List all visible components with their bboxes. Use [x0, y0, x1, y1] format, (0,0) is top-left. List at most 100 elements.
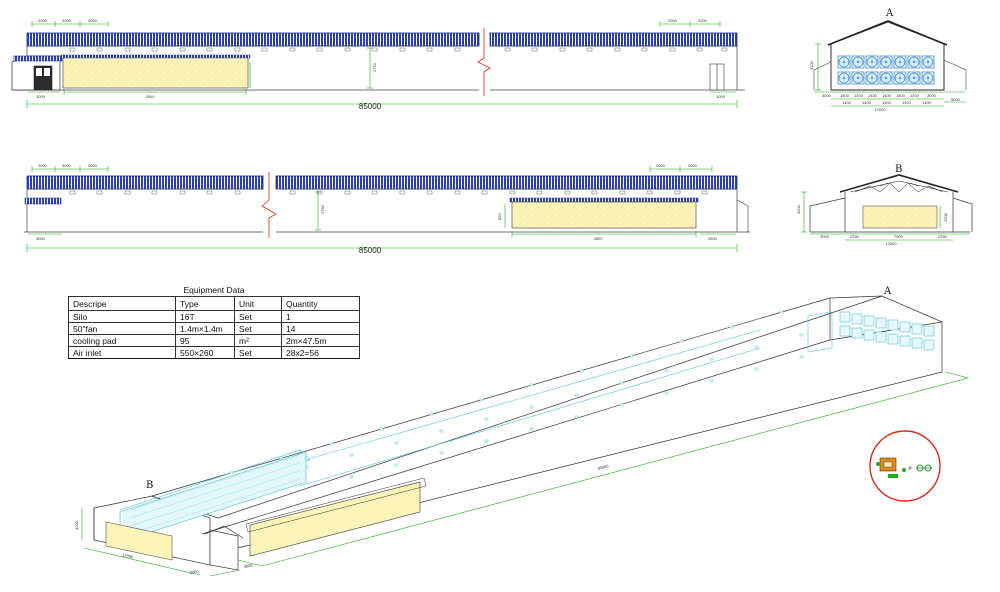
section-b-height-mark: 4200: [796, 204, 801, 214]
front-dimension-lines: [26, 47, 738, 108]
section-b-mark: 7500: [894, 234, 904, 239]
rear-roof-right: [275, 175, 738, 190]
section-b-dimension-lines: [801, 191, 970, 241]
rear-right-mark: 4500: [708, 236, 718, 241]
section-a-row1-mark: 1400: [882, 93, 892, 98]
cell-quantity: 1: [281, 310, 360, 323]
column-header-type: Type: [175, 296, 235, 311]
equipment-data-title: Equipment Data: [183, 285, 245, 295]
section-a-row1-mark: 1400: [840, 93, 850, 98]
rear-side-mark: 820: [497, 213, 502, 220]
cell-type: 95: [175, 334, 235, 347]
rear-roof-left: [26, 175, 264, 190]
section-a-row1-mark: 1400: [868, 93, 878, 98]
front-top-mark: 3000: [62, 18, 72, 23]
section-a-row1-mark: 3000: [927, 93, 937, 98]
front-roof-left: [26, 32, 480, 47]
section-a-right-mark: 5000: [951, 97, 961, 102]
cell-descripe: Air inlet: [68, 346, 176, 359]
front-anteroom: [11, 55, 63, 91]
rear-top-mark: 3000: [88, 163, 98, 168]
isometric-anteroom-mark: 3000: [243, 562, 253, 569]
table-row: Silo 16T Set 1: [68, 310, 360, 323]
rear-top-mark: 2000: [656, 163, 666, 168]
section-a-row2-mark: 1400: [862, 100, 872, 105]
rear-top-dimensions: [31, 166, 713, 172]
section-b-truss: [839, 174, 959, 193]
section-b-total-mark: 12000: [885, 241, 897, 246]
table-row: cooling pad 95 m² 2m×47.5m: [68, 334, 360, 347]
front-top-mark: 3000: [88, 18, 98, 23]
isometric-label-b: B: [146, 480, 153, 491]
table-row: Air inlet 550×260 Set 28x2=56: [68, 346, 360, 359]
cell-unit: m²: [234, 334, 282, 347]
section-b-walls: [809, 192, 973, 233]
section-b-mark: 2250: [938, 234, 948, 239]
front-left-mark: 1000: [36, 94, 46, 99]
rear-overall-length: 85000: [359, 246, 382, 255]
column-header-descripe: Descripe: [68, 296, 176, 311]
column-header-unit: Unit: [234, 296, 282, 311]
front-height-mark: 2750: [372, 62, 377, 72]
rear-wall: [24, 188, 750, 233]
rear-break-mark: [261, 172, 277, 238]
isometric-side-mark: 2000: [189, 569, 199, 575]
section-a-dimension-lines: [814, 43, 966, 107]
front-cooling-pad: [62, 55, 249, 89]
section-a-label: A: [885, 8, 894, 19]
front-top-mark: 2000: [38, 18, 48, 23]
rear-pad-mark: 3500: [594, 236, 604, 241]
rear-top-mark: 2000: [688, 163, 698, 168]
rear-top-mark: 2000: [38, 163, 48, 168]
isometric-fan-wall: [839, 311, 935, 351]
front-end-door: [709, 63, 725, 91]
table-row: 50"fan 1.4m×1.4m Set 14: [68, 322, 360, 335]
silo-detail-circle: [869, 430, 941, 502]
front-top-dimensions: [31, 21, 721, 27]
isometric-length-mark: 85000: [597, 463, 610, 471]
front-elevation: 2000 3000 3000 2000 2000: [11, 18, 745, 111]
isometric-dimension-lines: [81, 371, 970, 577]
front-roof-right: [489, 32, 738, 47]
rear-elevation: 2000 3000 3000 2000 2000: [24, 163, 750, 255]
silo-detail: [869, 430, 941, 502]
section-a-total-mark: 12000: [874, 107, 886, 112]
cell-descripe: 50"fan: [68, 322, 176, 335]
rear-dimension-lines: [26, 191, 738, 252]
cell-type: 1.4m×1.4m: [175, 322, 235, 335]
isometric-view: A B: [74, 286, 970, 577]
front-overall-length: 85000: [359, 102, 382, 111]
isometric-end-cooling-pad: [105, 521, 173, 561]
equipment-data-panel: Equipment Data Descripe Type Unit Quanti…: [68, 284, 360, 359]
front-right-mark: 1000: [716, 94, 726, 99]
isometric-height-mark: 4200: [74, 520, 79, 530]
section-a-row2-mark: 1400: [902, 100, 912, 105]
section-b-label: B: [895, 164, 902, 175]
rear-end-roof: [736, 199, 749, 232]
front-break-mark: [477, 28, 491, 96]
cell-unit: Set: [234, 322, 282, 335]
rear-top-mark: 3000: [62, 163, 72, 168]
cell-quantity: 14: [281, 322, 360, 335]
cell-descripe: Silo: [68, 310, 176, 323]
section-a-row1-mark: 1400: [910, 93, 920, 98]
equipment-header-row: Descripe Type Unit Quantity: [68, 296, 360, 311]
isometric-width-mark: 12000: [122, 552, 135, 560]
isometric-label-a: A: [883, 286, 892, 297]
front-air-inlets: [69, 47, 728, 52]
cell-type: 16T: [175, 310, 235, 323]
rear-cooling-pad: [511, 201, 697, 229]
section-a-row1-mark: 1400: [896, 93, 906, 98]
section-a-row2-mark: 1400: [882, 100, 892, 105]
cell-descripe: cooling pad: [68, 334, 176, 347]
section-a-right-annex: [943, 59, 967, 90]
section-b: B 4200 2000 3000 2250 7500 2250 12000: [796, 164, 973, 246]
isometric-anteroom: [209, 529, 239, 571]
section-b-mark: 2250: [850, 234, 860, 239]
front-pad-mark: 3500: [146, 94, 156, 99]
section-a: A 4200 3000 1400 1400 1400 1400 1400 140…: [809, 8, 967, 112]
cell-unit: Set: [234, 346, 282, 359]
isometric-lower-cooling-pad: [249, 481, 421, 557]
front-wall: [12, 45, 745, 91]
front-top-mark: 2000: [668, 18, 678, 23]
